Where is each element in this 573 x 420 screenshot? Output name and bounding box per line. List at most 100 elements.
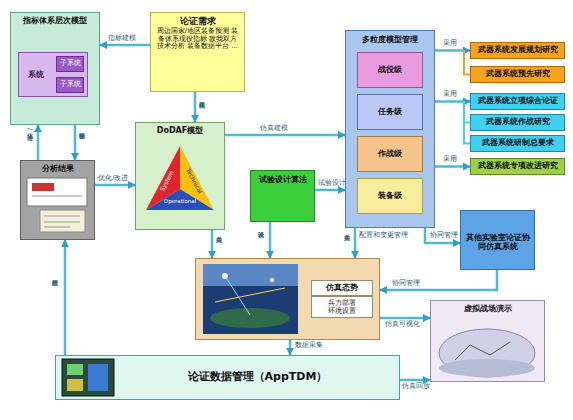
box-title: 武器系统研制总要求 (482, 139, 554, 148)
flow-arrow (95, 184, 135, 187)
edge-label: 指标建模 (108, 35, 136, 42)
box-title: 武器系统预先研究 (486, 70, 550, 79)
flow-arrow (64, 240, 67, 355)
level-box: 战役级 (357, 52, 423, 88)
group-bracket (464, 50, 470, 75)
picture-track (215, 288, 285, 302)
box-title: 装备级 (378, 191, 402, 200)
screen-line (32, 196, 82, 197)
box-title: 武器系统立项综合论证 (478, 97, 558, 106)
tdm-screen (62, 359, 114, 396)
flow-arrow (37, 125, 40, 160)
box-title: 任务级 (378, 107, 402, 116)
bubble-dome (439, 329, 535, 377)
study-box: 武器系统立项综合论证 (470, 93, 565, 110)
edge-label: 采用 (443, 91, 457, 98)
flow-arrow (400, 379, 430, 382)
model-box: 指标体系层次模型系统子系统子系统 (10, 12, 100, 125)
triangle-part (180, 146, 214, 210)
box-title: 多粒度模型管理 (362, 35, 418, 44)
result-screenshot (27, 178, 87, 232)
study-box: 武器系统研制总要求 (470, 135, 565, 152)
box-title: 试验设计算法 (259, 175, 307, 184)
flow-arrow (425, 228, 460, 243)
picture-ground (203, 264, 298, 334)
picture-track (225, 276, 250, 315)
battlefield-bubble (439, 329, 535, 377)
picture-satellite (222, 273, 228, 279)
edge-label: 协同管理 (392, 280, 420, 287)
box-title: 武器系统发展规划研究 (478, 46, 558, 55)
edge-label: 采用 (443, 156, 457, 163)
box-title: 仿真态势 (311, 280, 373, 295)
picture-land (210, 308, 290, 328)
box-title: 武器系统专项改进研究 (478, 162, 558, 171)
box-title: 战役级 (378, 65, 402, 74)
bubble-base (439, 359, 535, 377)
simulation-box: 仿真态势兵力部署 环境设置 (195, 258, 380, 340)
box-title: 指标体系层次模型 (23, 16, 87, 25)
simulation-picture (203, 264, 298, 334)
flow-arrow (100, 44, 150, 47)
edge-label: 数据采集 (295, 342, 323, 349)
note-label: 配置和变更管理 (359, 232, 408, 239)
algorithm-box: 试验设计算法 (250, 170, 315, 222)
subsystem-box: 子系统 (56, 77, 84, 93)
screen-panel (40, 210, 85, 232)
screen-frame (62, 359, 114, 396)
screen-line (44, 222, 80, 223)
box-body: 兵力部署 环境设置 (311, 296, 373, 318)
dodaf-triangle (146, 146, 214, 210)
edge-label: 协同管理 (430, 232, 458, 239)
box-title: 武器系统作战研究 (486, 118, 550, 127)
box-title: 虚拟战场演示 (464, 304, 512, 313)
bubble-track (455, 342, 510, 360)
box-title: 系统 (28, 70, 44, 79)
box-title: 子系统 (60, 60, 81, 67)
screen-line (44, 227, 70, 228)
data-manager-box: 论证数据管理（AppTDM） (55, 355, 400, 400)
edge-label: 试验设计 (318, 180, 346, 187)
screen-tile (67, 364, 83, 375)
result-box: 分析结果 (20, 160, 95, 240)
flow-arrow (211, 230, 214, 258)
box-title: 分析结果 (42, 164, 74, 173)
edge-label: 仿真建模 (260, 125, 288, 132)
box-title: 子系统 (60, 81, 81, 88)
picture-satellite (270, 278, 274, 282)
flow-arrow (354, 228, 357, 258)
flow-arrow (315, 189, 345, 192)
edge-label: 优化/改进 (27, 128, 33, 130)
group-bracket (464, 101, 470, 144)
level-box: 任务级 (357, 94, 423, 130)
battlefield-box: 虚拟战场演示 (430, 300, 545, 382)
subsystem-box: 子系统 (56, 56, 84, 72)
box-body: 周边国家/地区装备预测 装备体系现役指标 敌我双方技术分析 装备数据平台 ... (157, 28, 239, 50)
flow-arrow (380, 317, 430, 320)
level-box: 装备级 (357, 178, 423, 214)
study-box: 武器系统发展规划研究 (470, 42, 565, 59)
flow-arrow (74, 125, 77, 160)
screen-tile (67, 379, 83, 391)
box-title: 其他实验室论证协同仿真系统 (465, 233, 530, 251)
screen-tile (88, 364, 108, 391)
study-box: 武器系统专项改进研究 (470, 158, 565, 175)
edge-label: 优化/改进 (98, 175, 128, 182)
flow-arrow (435, 165, 470, 168)
triangle-part (146, 146, 180, 210)
box-title: DoDAF模型 (157, 126, 203, 135)
flow-arrow (269, 222, 272, 258)
edge-label: 仿真回放 (402, 383, 430, 390)
study-box: 武器系统作战研究 (470, 114, 565, 131)
box-title: 论证需求 (180, 16, 216, 26)
flow-arrow (435, 49, 470, 52)
screen-panel (27, 178, 87, 206)
triangle-part (146, 189, 214, 210)
flow-arrow (289, 340, 292, 355)
system-box: 系统子系统子系统 (18, 52, 88, 97)
flow-arrow (380, 270, 497, 290)
edge-label: 仿真可视化 (385, 321, 420, 328)
flow-arrow (225, 134, 345, 137)
model-manager-box: 多粒度模型管理战役级任务级作战级装备级 (345, 30, 435, 228)
